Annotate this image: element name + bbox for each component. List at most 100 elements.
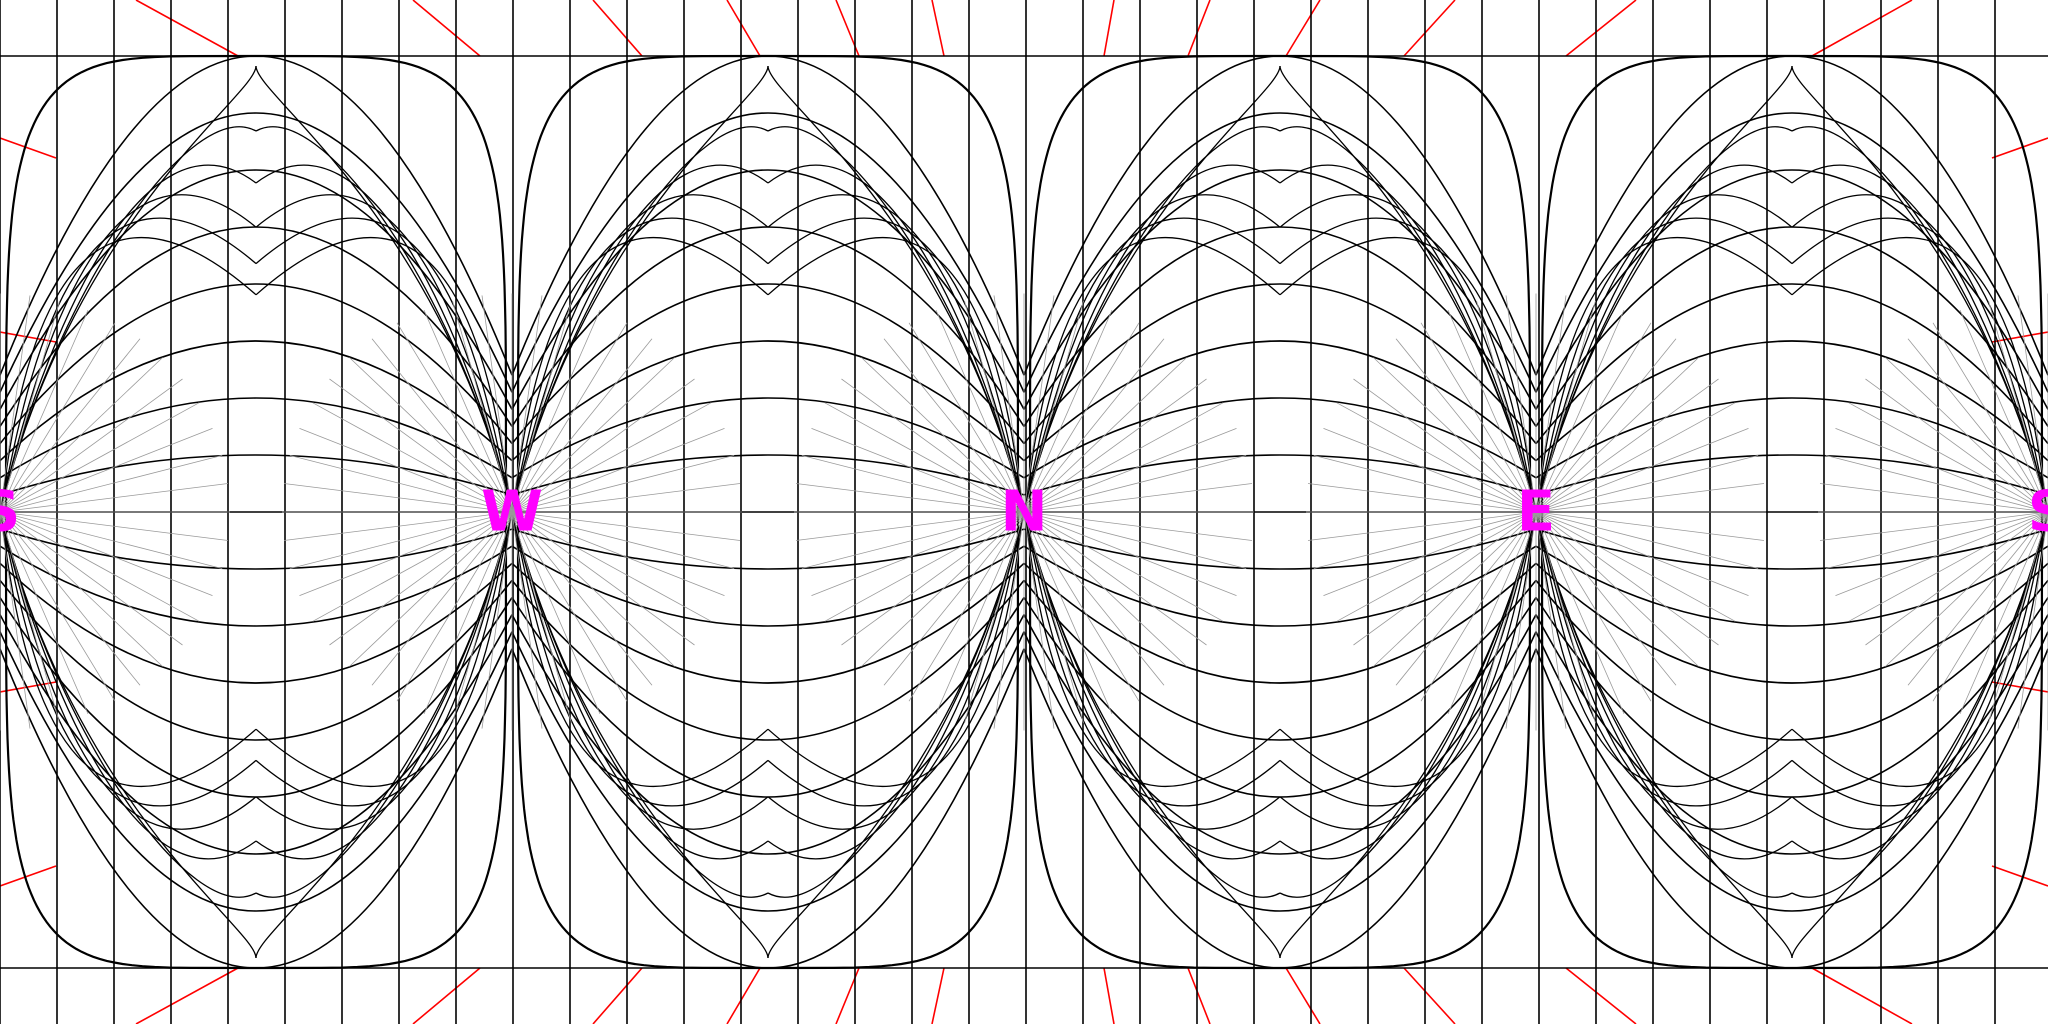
radial-ray (452, 511, 513, 724)
radial-ray (1420, 322, 1537, 513)
radial-ray (299, 511, 513, 596)
meridian-curve (1023, 511, 1281, 959)
lower-parallel-curve (1023, 631, 1537, 912)
radial-ray (511, 322, 628, 513)
radial-ray (511, 511, 543, 729)
edge-tick (1403, 0, 1456, 57)
radial-ray (1313, 511, 1537, 569)
radial-ray (811, 428, 1025, 513)
radial-ray (1023, 357, 1187, 513)
lower-parallel-curve (1535, 528, 2048, 570)
radial-ray (1023, 511, 1055, 729)
meridian-curve (1279, 511, 1537, 807)
radial-ray (289, 455, 513, 513)
radial-ray (964, 300, 1025, 513)
radial-ray (1023, 511, 1187, 667)
radial-ray (0, 300, 60, 513)
radial-ray (1395, 338, 1537, 513)
radial-ray (1932, 511, 2048, 702)
radial-ray (1307, 511, 1537, 541)
meridian-curve (767, 511, 1025, 807)
radial-ray (1023, 483, 1253, 513)
radial-ray (511, 511, 675, 667)
meridian-curve (511, 237, 769, 513)
meridian-curve (1535, 511, 1793, 830)
meridian-curve (255, 511, 513, 830)
radial-ray (511, 428, 725, 513)
edge-tick (1811, 0, 1913, 57)
radial-ray (795, 511, 1025, 541)
radial-ray (1535, 511, 1759, 569)
radial-ray (511, 511, 741, 541)
edge-tick (1565, 0, 1637, 57)
radial-ray (0, 295, 31, 513)
radial-ray (1865, 378, 2048, 513)
upper-parallel-curve (1535, 55, 2048, 376)
meridian-curve (767, 511, 1025, 959)
radial-ray (0, 402, 200, 513)
radial-ray (1476, 300, 1537, 513)
lower-parallel-curve (1023, 597, 1537, 798)
meridian-curve (0, 237, 257, 513)
meridian-curve (255, 511, 513, 860)
meridian-curve (511, 511, 769, 807)
edge-tick (1285, 967, 1321, 1024)
meridian-curve (1535, 511, 1793, 807)
radial-ray (1535, 511, 1677, 686)
radial-ray (511, 483, 741, 513)
meridian-curve (1791, 237, 2048, 513)
radial-ray (1323, 511, 1537, 596)
radial-ray (371, 511, 513, 686)
upper-parallel-curve (511, 340, 1025, 462)
radial-ray (1023, 511, 1113, 715)
radial-ray (824, 511, 1025, 622)
meridian-curve (1279, 511, 1537, 787)
meridian-curve (511, 511, 769, 898)
radial-ray (1535, 511, 1719, 646)
radial-ray (1023, 322, 1140, 513)
side-tick (0, 137, 57, 159)
upper-parallel-curve (0, 169, 513, 410)
lower-parallel-curve (511, 562, 1025, 684)
radial-ray (964, 511, 1025, 724)
upper-parallel-curve (0, 112, 513, 393)
meridian-curve (1023, 65, 1281, 513)
radial-ray (1323, 428, 1537, 513)
upper-parallel-curve (1023, 226, 1537, 427)
radial-ray (993, 511, 1025, 729)
radial-ray (511, 309, 601, 513)
edge-tick (1565, 967, 1637, 1024)
radial-ray (1023, 511, 1253, 541)
meridian-curve (1791, 511, 2048, 807)
meridian-curve (1023, 237, 1281, 513)
meridian-curve (255, 511, 513, 787)
radial-ray (0, 378, 183, 513)
side-tick (0, 331, 57, 343)
radial-ray (795, 483, 1025, 513)
meridian-curve (1023, 164, 1281, 513)
lower-parallel-curve (0, 579, 513, 741)
radial-ray (511, 378, 695, 513)
radial-ray (0, 428, 213, 513)
lower-parallel-curve (1023, 562, 1537, 684)
radial-ray (1535, 483, 1765, 513)
lower-parallel-curve (1023, 545, 1537, 627)
radial-ray (0, 309, 89, 513)
upper-parallel-curve (1535, 454, 2048, 496)
radial-ray (1535, 511, 1567, 729)
radial-ray (1535, 511, 1596, 724)
radial-ray (1023, 378, 1207, 513)
edge-tick (412, 0, 481, 57)
meridian-curve (511, 194, 769, 513)
radial-ray (1395, 511, 1537, 686)
meridian-curve (1023, 194, 1281, 513)
radial-ray (0, 338, 141, 513)
upper-parallel-curve (1023, 112, 1537, 393)
radial-ray (993, 295, 1025, 513)
side-tick (1991, 331, 2048, 343)
radial-ray (841, 511, 1025, 646)
upper-parallel-curve (0, 283, 513, 445)
radial-ray (0, 511, 213, 596)
meridian-curve (767, 164, 1025, 513)
